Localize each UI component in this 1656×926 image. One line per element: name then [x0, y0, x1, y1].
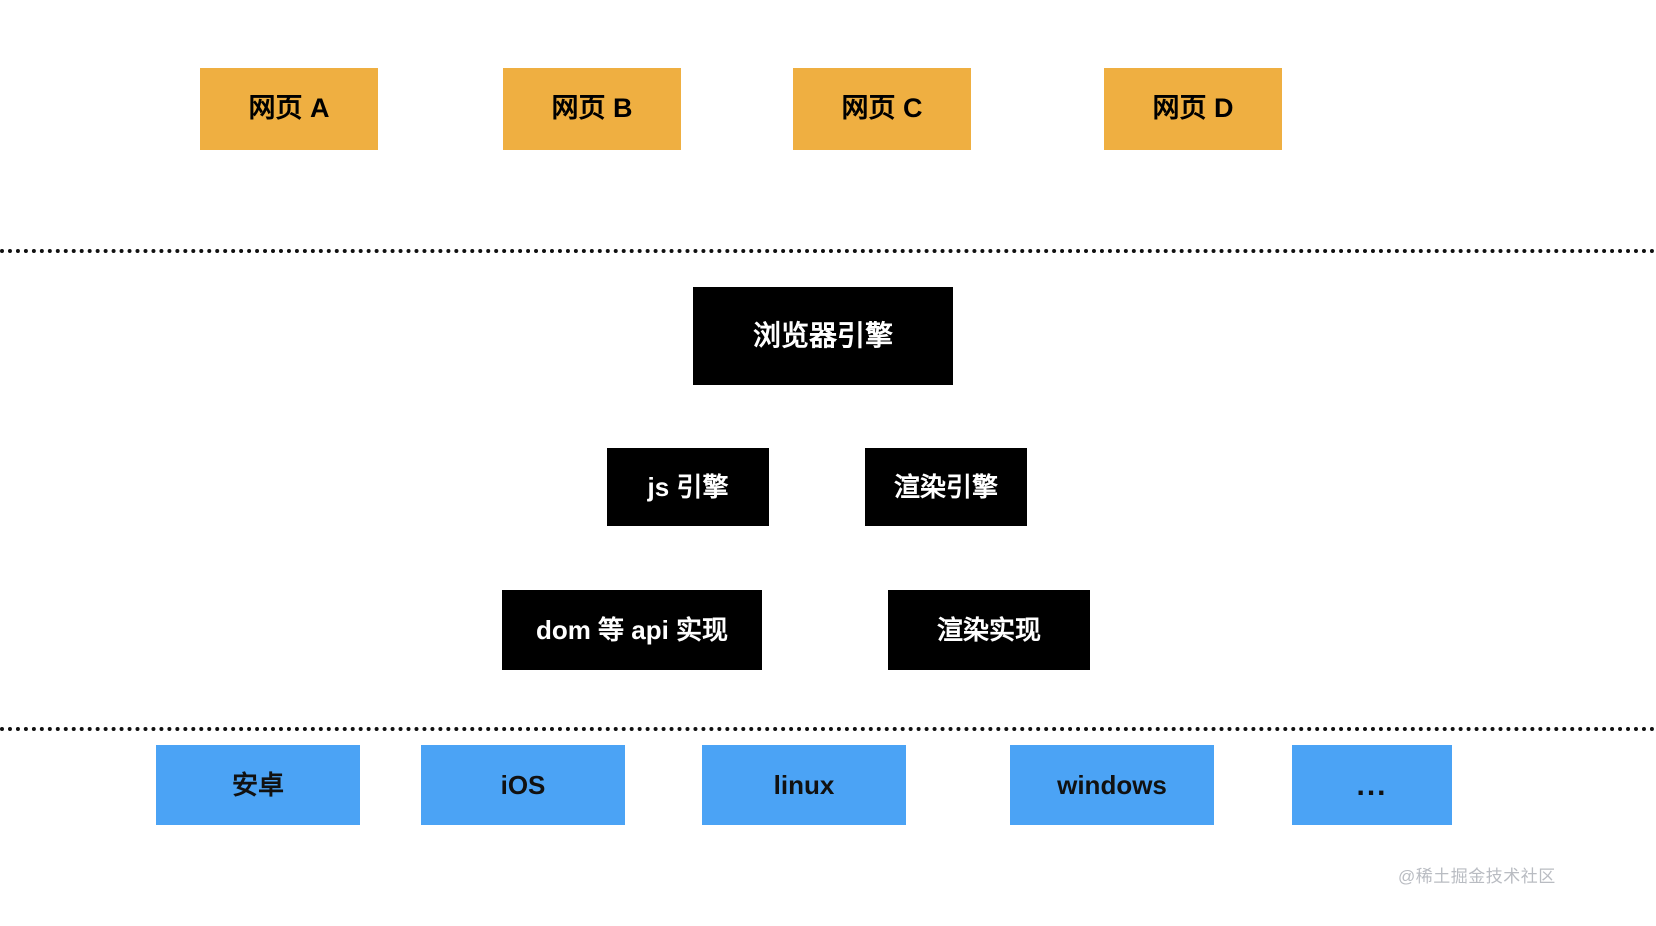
web-page-box-b: 网页 B [503, 68, 681, 150]
browser-engine-label: 浏览器引擎 [752, 319, 893, 351]
render-impl-label: 渲染实现 [936, 614, 1041, 645]
web-page-box-a: 网页 A [200, 68, 378, 150]
web-page-label-c: 网页 C [841, 93, 923, 124]
os-box-linux: linux [702, 745, 906, 825]
os-box-android: 安卓 [156, 745, 360, 825]
os-label-linux: linux [773, 769, 835, 800]
web-page-label-b: 网页 B [551, 93, 633, 124]
watermark: @稀土掘金技术社区 [1398, 867, 1556, 886]
js-engine-box: js 引擎 [607, 448, 769, 526]
os-box-windows: windows [1010, 745, 1214, 825]
browser-engine-box: 浏览器引擎 [693, 287, 953, 385]
os-label-more: ... [1356, 768, 1388, 802]
web-page-box-c: 网页 C [793, 68, 971, 150]
render-engine-label: 渲染引擎 [893, 471, 998, 502]
os-label-ios: iOS [500, 769, 546, 800]
divider-bottom [0, 727, 1656, 731]
web-page-box-d: 网页 D [1104, 68, 1282, 150]
js-engine-label: js 引擎 [647, 471, 729, 502]
os-label-windows: windows [1057, 769, 1167, 800]
divider-top [0, 249, 1656, 253]
dom-api-impl-label: dom 等 api 实现 [535, 614, 729, 645]
render-impl-box: 渲染实现 [888, 590, 1090, 670]
os-label-android: 安卓 [231, 769, 284, 800]
web-page-label-d: 网页 D [1152, 93, 1234, 124]
os-box-more: ... [1292, 745, 1452, 825]
os-box-ios: iOS [421, 745, 625, 825]
web-page-label-a: 网页 A [248, 93, 330, 124]
dom-api-impl-box: dom 等 api 实现 [502, 590, 762, 670]
render-engine-box: 渲染引擎 [865, 448, 1027, 526]
